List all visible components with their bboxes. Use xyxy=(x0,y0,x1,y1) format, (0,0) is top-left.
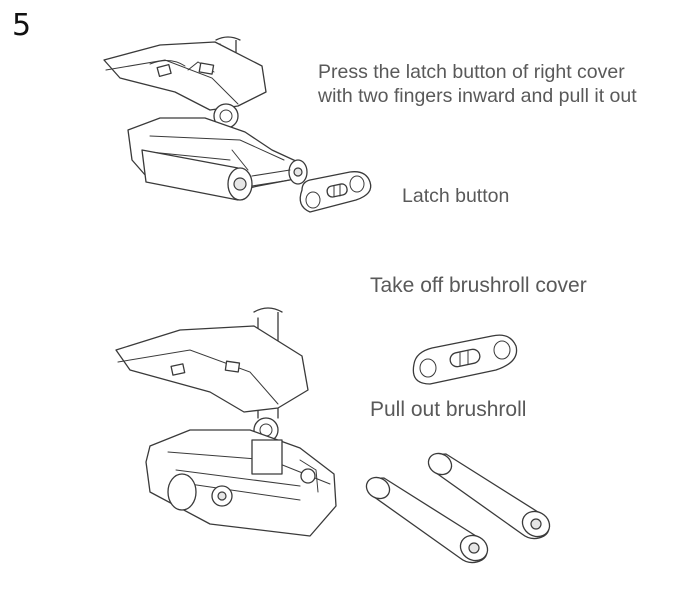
brushroll-left xyxy=(365,476,489,564)
vacuum-head-bottom-illustration xyxy=(115,307,337,537)
step-number: 5 xyxy=(12,8,32,43)
label-latch-button: Latch button xyxy=(402,185,510,207)
latch-cover-top xyxy=(299,171,372,213)
instruction-take-off-cover: Take off brushroll cover xyxy=(370,274,587,297)
brushroll-right xyxy=(427,452,551,540)
vacuum-head-top-illustration xyxy=(103,36,308,201)
instruction-press-latch: Press the latch button of right cover wi… xyxy=(318,61,637,107)
instruction-pull-out-brushroll: Pull out brushroll xyxy=(370,398,527,421)
latch-cover-bottom xyxy=(412,334,518,385)
